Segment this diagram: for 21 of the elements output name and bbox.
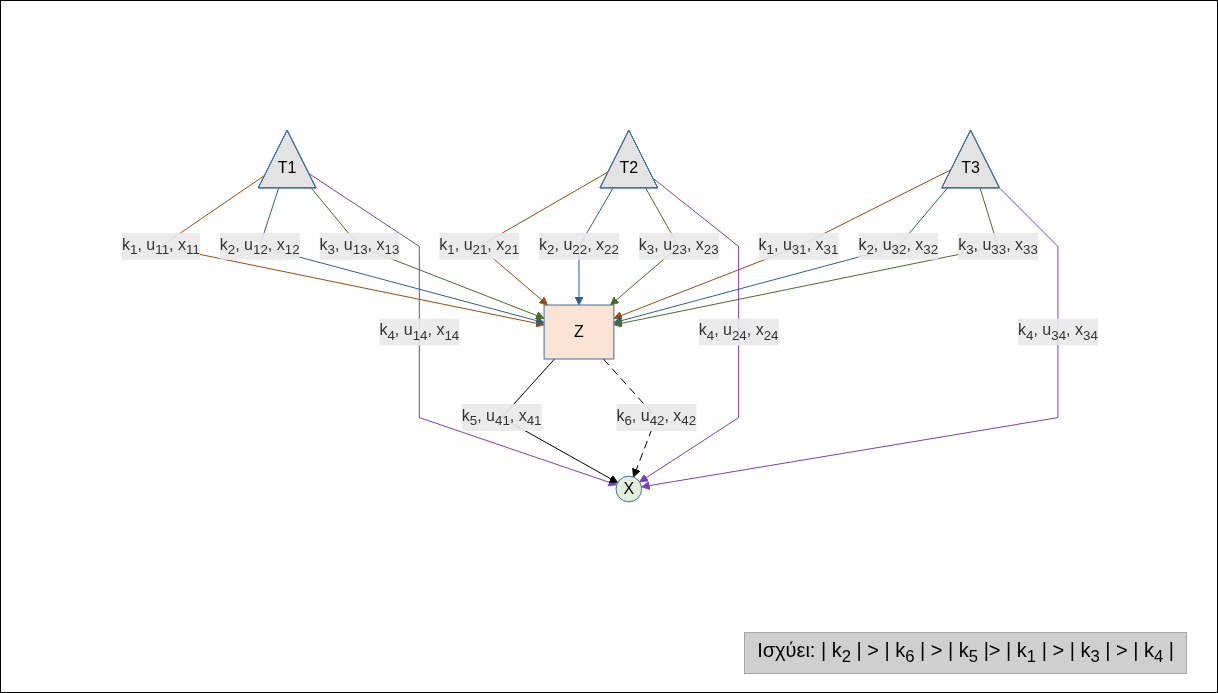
node-circle: X — [615, 475, 643, 503]
edge-label: k$_{1}$, u$_{21}$, x$_{21}$ — [439, 235, 520, 258]
arrow — [311, 187, 545, 320]
edge-label: k$_{1}$, u$_{31}$, x$_{31}$ — [758, 235, 839, 258]
arrow — [639, 178, 740, 483]
edge-label: k$_{5}$, u$_{41}$, x$_{41}$ — [461, 407, 542, 429]
edge-label: k$_{4}$, u$_{34}$, x$_{34}$ — [1018, 321, 1098, 343]
edge-label: k$_{3}$, u$_{23}$, x$_{23}$ — [638, 235, 719, 258]
edge-label: k$_{1}$, u$_{11}$, x$_{11}$ — [122, 235, 200, 258]
edge-label: k$_{3}$, u$_{13}$, x$_{13}$ — [319, 235, 400, 258]
edge-label: k$_{3}$, u$_{33}$, x$_{33}$ — [958, 235, 1039, 258]
note-text: Ισχύει: | k$_{2}$ | > | k$_{6}$ | > | k$_{5}$ |> | k$_{1}$ | > | k$_{3}$ | > | k$_{4}$ | — [744, 632, 1187, 674]
edge-label: k$_{4}$, u$_{24}$, x$_{24}$ — [698, 321, 779, 343]
arrow — [613, 187, 948, 325]
node-box: Z — [543, 304, 615, 360]
edge-label: k$_{2}$, u$_{22}$, x$_{22}$ — [539, 235, 619, 258]
edge-label: k$_{4}$, u$_{14}$, x$_{14}$ — [379, 321, 460, 343]
arrow — [641, 187, 1059, 490]
edge-label: k$_{2}$, u$_{12}$, x$_{12}$ — [219, 235, 300, 258]
edge-label: k$_{6}$, u$_{42}$, x$_{42}$ — [616, 407, 697, 429]
edge-label: k$_{2}$, u$_{32}$, x$_{32}$ — [858, 235, 939, 258]
